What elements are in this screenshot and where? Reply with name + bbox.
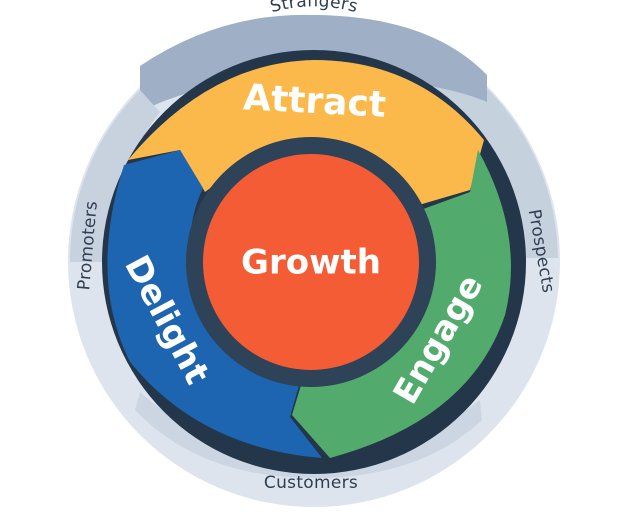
label-customers: Customers (264, 473, 358, 493)
center-disc (203, 154, 419, 370)
label-growth: Growth (241, 243, 381, 283)
delight-segment (107, 150, 322, 458)
label-strangers: Strangers (268, 0, 360, 17)
label-attract: Attract (242, 77, 387, 125)
